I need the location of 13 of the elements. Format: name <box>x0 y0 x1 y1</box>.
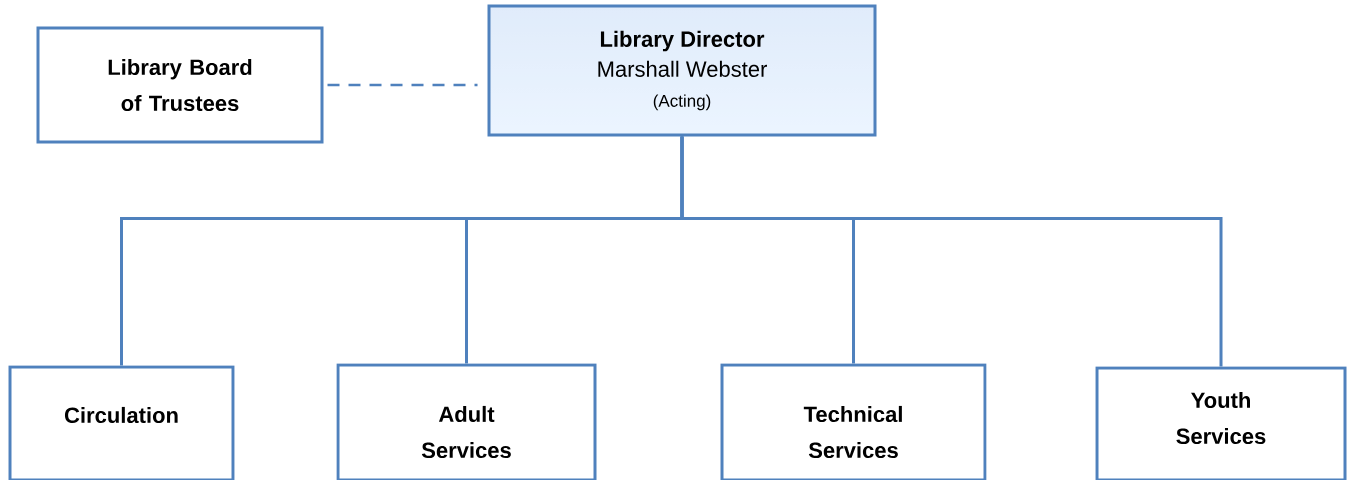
box-label: Technical Services <box>803 405 902 459</box>
board-box <box>36 26 324 144</box>
box-label: Youth Services <box>1176 391 1266 445</box>
box-label: Circulation <box>64 406 178 424</box>
connector-line <box>327 83 478 87</box>
box-label: Library Board of Trustees <box>108 58 252 112</box>
department-box <box>8 365 235 480</box>
department-box <box>1095 366 1347 480</box>
director-box: Library Director Marshall Webster (Acting) <box>487 4 877 137</box>
department-box <box>336 363 597 480</box>
box-label: Adult Services <box>421 405 511 459</box>
connector-line <box>680 136 1223 367</box>
department-box <box>720 363 987 480</box>
